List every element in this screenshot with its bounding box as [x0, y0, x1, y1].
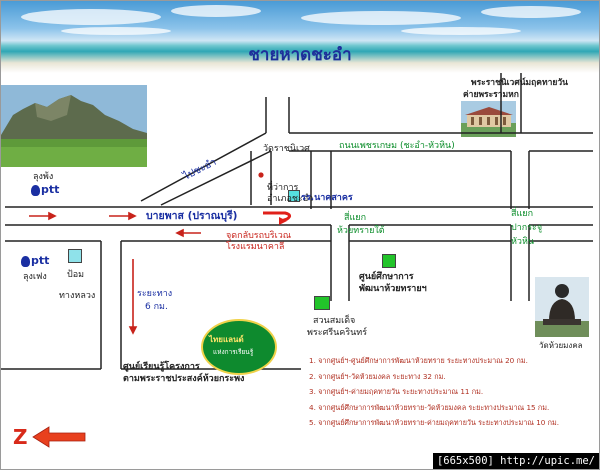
beach-banner: [1, 1, 599, 73]
legend-item: 1. จากศูนย์ฯ-ศูนย์ศึกษาการพัฒนาห้วยทราย …: [309, 356, 528, 365]
legend-item: 5. จากศูนย์ศึกษาการพัฒนาห้วยทราย-ค่ายมฤค…: [309, 418, 560, 427]
ptt1-owner: ลุงพ้ง: [33, 172, 54, 182]
ptt2-owner: ลุงเฟง: [23, 272, 47, 282]
park-label-2: พระศรีนครินทร์: [307, 328, 368, 338]
learning-thailand-logo: ไทยแลนด์ แห่งการเรียนรู้: [201, 319, 277, 375]
pom-marker: [68, 249, 82, 263]
uturn-label-2: โรงแรมนาคาลี: [226, 242, 285, 252]
learning-center-label-1: ศูนย์เรียนรู้โครงการ: [123, 362, 200, 372]
monk-caption: วัดห้วยมงคล: [539, 341, 583, 350]
compass-letter: Z: [13, 425, 28, 449]
logo-text-2: แห่งการเรียนรู้: [213, 348, 254, 356]
ptt2-logo: ptt: [31, 254, 50, 267]
palace-label: พระราชนิเวศน์มฤคทายวัน: [471, 78, 568, 88]
camp-label: ค่ายพระรามหก: [463, 90, 519, 100]
center-marker: [382, 254, 396, 268]
ptt1-logo: ptt: [41, 183, 60, 196]
office-label-2: อำเภอชะอำ: [267, 194, 314, 204]
center-label-2: พัฒนาห้วยทรายฯ: [359, 284, 427, 294]
distance-label-1: ระยะทาง: [137, 289, 173, 299]
center-label-1: ศูนย์ศึกษาการ: [359, 272, 414, 282]
mountain-photo: [1, 85, 147, 167]
pom-label-1: ป้อม: [67, 270, 85, 280]
school-marker: [288, 190, 300, 202]
monk-statue-photo: [535, 277, 589, 337]
junction2-label: สี่แยก: [511, 209, 534, 219]
ptt-flame-icon: [21, 256, 30, 267]
park-marker: [314, 296, 330, 310]
bypass-label: บายพาส (ปราณบุรี): [146, 210, 238, 222]
junction2c-label: หัวหิน: [511, 237, 535, 247]
temple-left-label: วัดราชนิเวศ: [263, 144, 310, 154]
image-host-footer: [665x500] http://upic.me/: [432, 453, 599, 469]
highway-label: ถนนเพชรเกษม (ชะอำ-หัวหิน): [339, 141, 455, 151]
uturn-label-1: จุดกลับรถบริเวณ: [226, 231, 292, 241]
junction2b-label: ปากระจู: [511, 223, 543, 233]
distance-legend: 1. จากศูนย์ฯ-ศูนย์ศึกษาการพัฒนาห้วยทราย …: [309, 353, 559, 431]
legend-item: 3. จากศูนย์ฯ-ค่ายมฤคทายวัน ระยะทางประมาณ…: [309, 387, 484, 396]
legend-item: 2. จากศูนย์ฯ-วัดห้วยมงคล ระยะทาง 32 กม.: [309, 371, 446, 381]
school-label: รร.นาคสาคร: [301, 193, 353, 203]
park-label-1: สวนสมเด็จ: [313, 316, 356, 326]
ptt-flame-icon: [31, 185, 40, 196]
pom-label-2: ทางหลวง: [59, 291, 96, 301]
office-label-1: ที่ว่าการ: [267, 183, 299, 193]
junction1-label: สี่แยก: [344, 213, 367, 223]
junction1b-label: ห้วยทรายใต้: [337, 226, 385, 236]
north-compass: Z: [13, 425, 86, 449]
legend-item: 4. จากศูนย์ศึกษาการพัฒนาห้วยทราย-วัดห้วย…: [309, 402, 550, 412]
distance-label-2: 6 กม.: [145, 302, 168, 312]
learning-center-label-2: ตามพระราชประสงค์ห้วยกระพง: [123, 374, 245, 384]
logo-text-1: ไทยแลนด์: [209, 335, 244, 344]
map-title: ชายหาดชะอำ: [248, 45, 352, 65]
arrow-left-icon: [32, 426, 86, 448]
